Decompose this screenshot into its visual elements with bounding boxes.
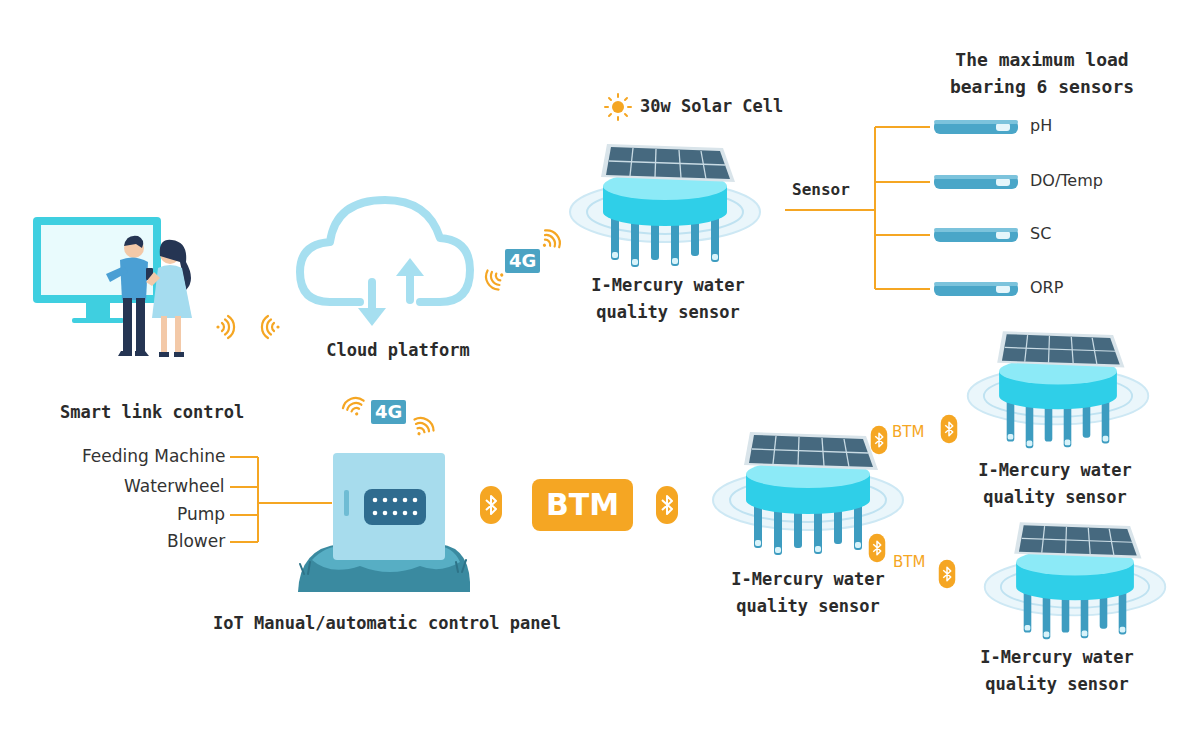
probe-label: ORP (1030, 278, 1063, 297)
node-text: BTM (546, 487, 619, 523)
btm-box: BTM (532, 479, 633, 531)
network-badge: 4G (371, 400, 406, 424)
section-title: Smart link control (60, 402, 244, 422)
sensor-node: I-Mercury water quality sensor (578, 272, 758, 326)
solar-label: 30w Solar Cell (640, 96, 783, 116)
network-badge: 4G (505, 249, 540, 273)
device-label: Blower (167, 531, 225, 551)
load-note: The maximum load bearing 6 sensors (928, 46, 1156, 100)
sensor-node: I-Mercury water quality sensor (965, 457, 1145, 511)
probe-label: DO/Temp (1030, 171, 1103, 190)
control-panel-node: IoT Manual/automatic control panel (177, 610, 597, 637)
node-text: I-Mercury water quality sensor (967, 644, 1147, 698)
device-label: Feeding Machine (82, 446, 225, 466)
cloud-node: Cloud platform (288, 337, 508, 364)
node-text: I-Mercury water quality sensor (965, 457, 1145, 511)
probe-label: pH (1030, 116, 1052, 135)
node-text: IoT Manual/automatic control panel (177, 610, 597, 637)
device-label: Waterwheel (124, 476, 225, 496)
node-text: I-Mercury water quality sensor (578, 272, 758, 326)
node-text: I-Mercury water quality sensor (718, 566, 898, 620)
link-label: BTM (893, 553, 925, 571)
sensor-node: I-Mercury water quality sensor (718, 566, 898, 620)
sensor-node: I-Mercury water quality sensor (967, 644, 1147, 698)
probe-label: SC (1030, 224, 1051, 243)
link-label: BTM (892, 423, 924, 441)
device-label: Pump (177, 504, 225, 524)
node-text: Cloud platform (288, 337, 508, 364)
sensor-label: Sensor (792, 180, 850, 199)
